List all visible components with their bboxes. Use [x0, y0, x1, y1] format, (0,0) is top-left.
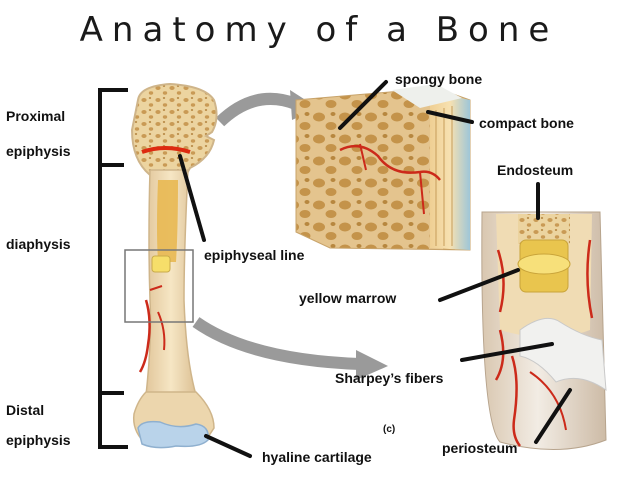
proximal-epiphysis-label: epiphysis [6, 143, 71, 159]
hyaline-cartilage-label: hyaline cartilage [262, 449, 372, 465]
sharpeys-fibers-label: Sharpey’s fibers [335, 370, 444, 386]
diaphysis-label: diaphysis [6, 236, 71, 252]
spongy-bone-block [295, 84, 471, 251]
proximal-label: Proximal [6, 108, 66, 124]
page-title: Anatomy of a Bone [79, 10, 559, 50]
periosteum-label: periosteum [442, 440, 518, 456]
figure-part-label: (c) [383, 424, 396, 435]
compact-bone-label: compact bone [479, 115, 574, 131]
endosteum-label: Endosteum [497, 162, 574, 178]
distal-epiphysis-label: epiphysis [6, 432, 71, 448]
epiphyseal-line-label: epiphyseal line [204, 247, 305, 263]
region-bracket [98, 88, 128, 449]
yellow-marrow-label: yellow marrow [299, 290, 397, 306]
long-bone [124, 82, 218, 449]
leader-lines [178, 80, 572, 458]
distal-label: Distal [6, 402, 45, 418]
spongy-bone-label: spongy bone [395, 71, 483, 87]
bone-cylinder [481, 211, 607, 451]
